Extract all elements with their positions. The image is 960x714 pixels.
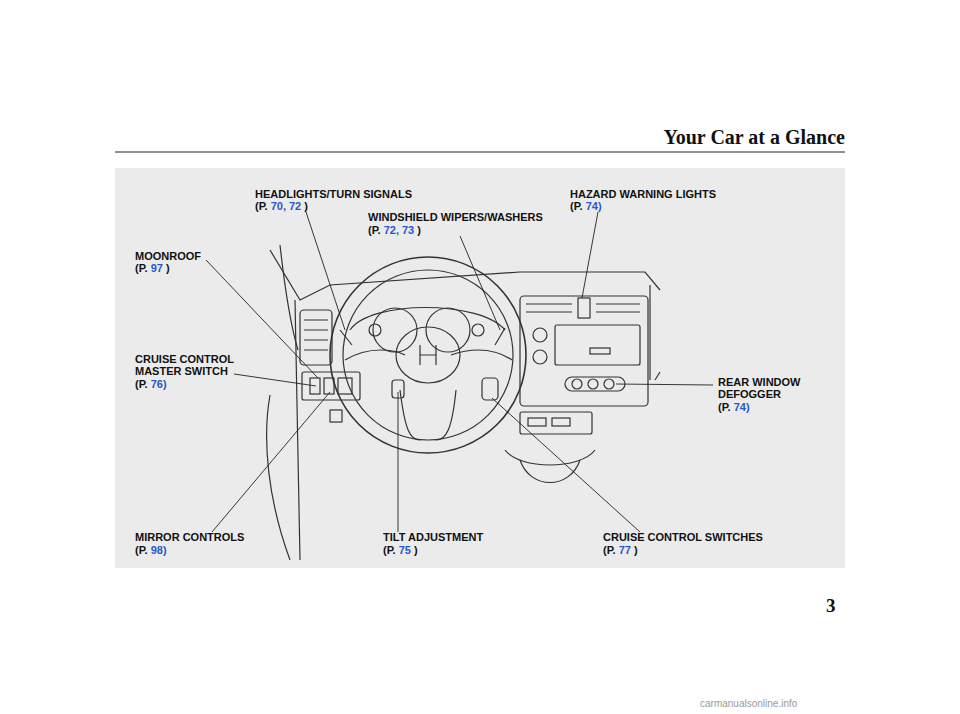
callout-label: (P. <box>135 544 148 556</box>
page-title: Your Car at a Glance <box>664 126 845 148</box>
callout-label: CRUISE CONTROL MASTER SWITCH <box>135 353 235 377</box>
callout-label: ) <box>166 262 170 274</box>
callout-label: MOONROOF <box>135 250 201 262</box>
panel-ground <box>115 168 845 568</box>
callout-row: (P.76) <box>135 378 167 390</box>
callout-label: 77 <box>619 544 631 556</box>
watermark: carmanualsonline.info <box>700 698 797 710</box>
callout-row: (P.75) <box>383 544 418 556</box>
callout-row: TILT ADJUSTMENT <box>383 531 483 543</box>
callout-label: 74) <box>734 401 750 413</box>
callout-label: 98) <box>151 544 167 556</box>
callout-label: (P. <box>135 378 148 390</box>
callout-label: 74) <box>586 200 602 212</box>
callout-label: HAZARD WARNING LIGHTS <box>570 188 716 200</box>
callout-row: 3 <box>826 596 836 616</box>
callout-row: MOONROOF <box>135 250 201 262</box>
callout-row: CRUISE CONTROL SWITCHES <box>603 531 763 543</box>
callout-label: (P. <box>255 200 268 212</box>
callout-label: 76) <box>151 378 167 390</box>
callout-row: (P.72, 73) <box>368 224 421 236</box>
callout-label: REAR WINDOW DEFOGGER <box>718 376 818 400</box>
callout-label: WINDSHIELD WIPERS/WASHERS <box>368 211 543 223</box>
callout-label: (P. <box>383 544 396 556</box>
callout-label: 97 <box>151 262 163 274</box>
callout-row: (P.98) <box>135 544 167 556</box>
callout-label: (P. <box>603 544 616 556</box>
callout-label: MIRROR CONTROLS <box>135 531 244 543</box>
callout-label: 75 <box>399 544 411 556</box>
callout-row: (P.97) <box>135 262 170 274</box>
callout-row: (P.74) <box>718 401 750 413</box>
callout-row: MIRROR CONTROLS <box>135 531 244 543</box>
callout-row: WINDSHIELD WIPERS/WASHERS <box>368 211 543 223</box>
callout-label: 72, 73 <box>384 224 415 236</box>
callout-label: ) <box>634 544 638 556</box>
callout-label: 70, 72 <box>271 200 302 212</box>
callout-label: ) <box>304 200 308 212</box>
callout-label: (P. <box>570 200 583 212</box>
callout-row: (P.70, 72) <box>255 200 308 212</box>
callout-row: (P.77) <box>603 544 638 556</box>
callout-row: carmanualsonline.info <box>700 698 797 710</box>
callout-label: CRUISE CONTROL SWITCHES <box>603 531 763 543</box>
callout-label: (P. <box>718 401 731 413</box>
callout-label: ) <box>414 544 418 556</box>
callout-row: HAZARD WARNING LIGHTS <box>570 188 716 200</box>
callout-label: (P. <box>135 262 148 274</box>
callout-label: ) <box>417 224 421 236</box>
header-rule <box>115 152 845 153</box>
dashboard <box>267 245 660 560</box>
callout-row: (P.74) <box>570 200 602 212</box>
callout-row: HEADLIGHTS/TURN SIGNALS <box>255 188 412 200</box>
callout-row: REAR WINDOW DEFOGGER <box>718 376 818 400</box>
callout-label: TILT ADJUSTMENT <box>383 531 483 543</box>
callout-row: CRUISE CONTROL MASTER SWITCH <box>135 353 235 377</box>
leader-lines <box>206 212 713 532</box>
callout-label: (P. <box>368 224 381 236</box>
page-number: 3 <box>826 596 836 616</box>
callout-label: HEADLIGHTS/TURN SIGNALS <box>255 188 412 200</box>
